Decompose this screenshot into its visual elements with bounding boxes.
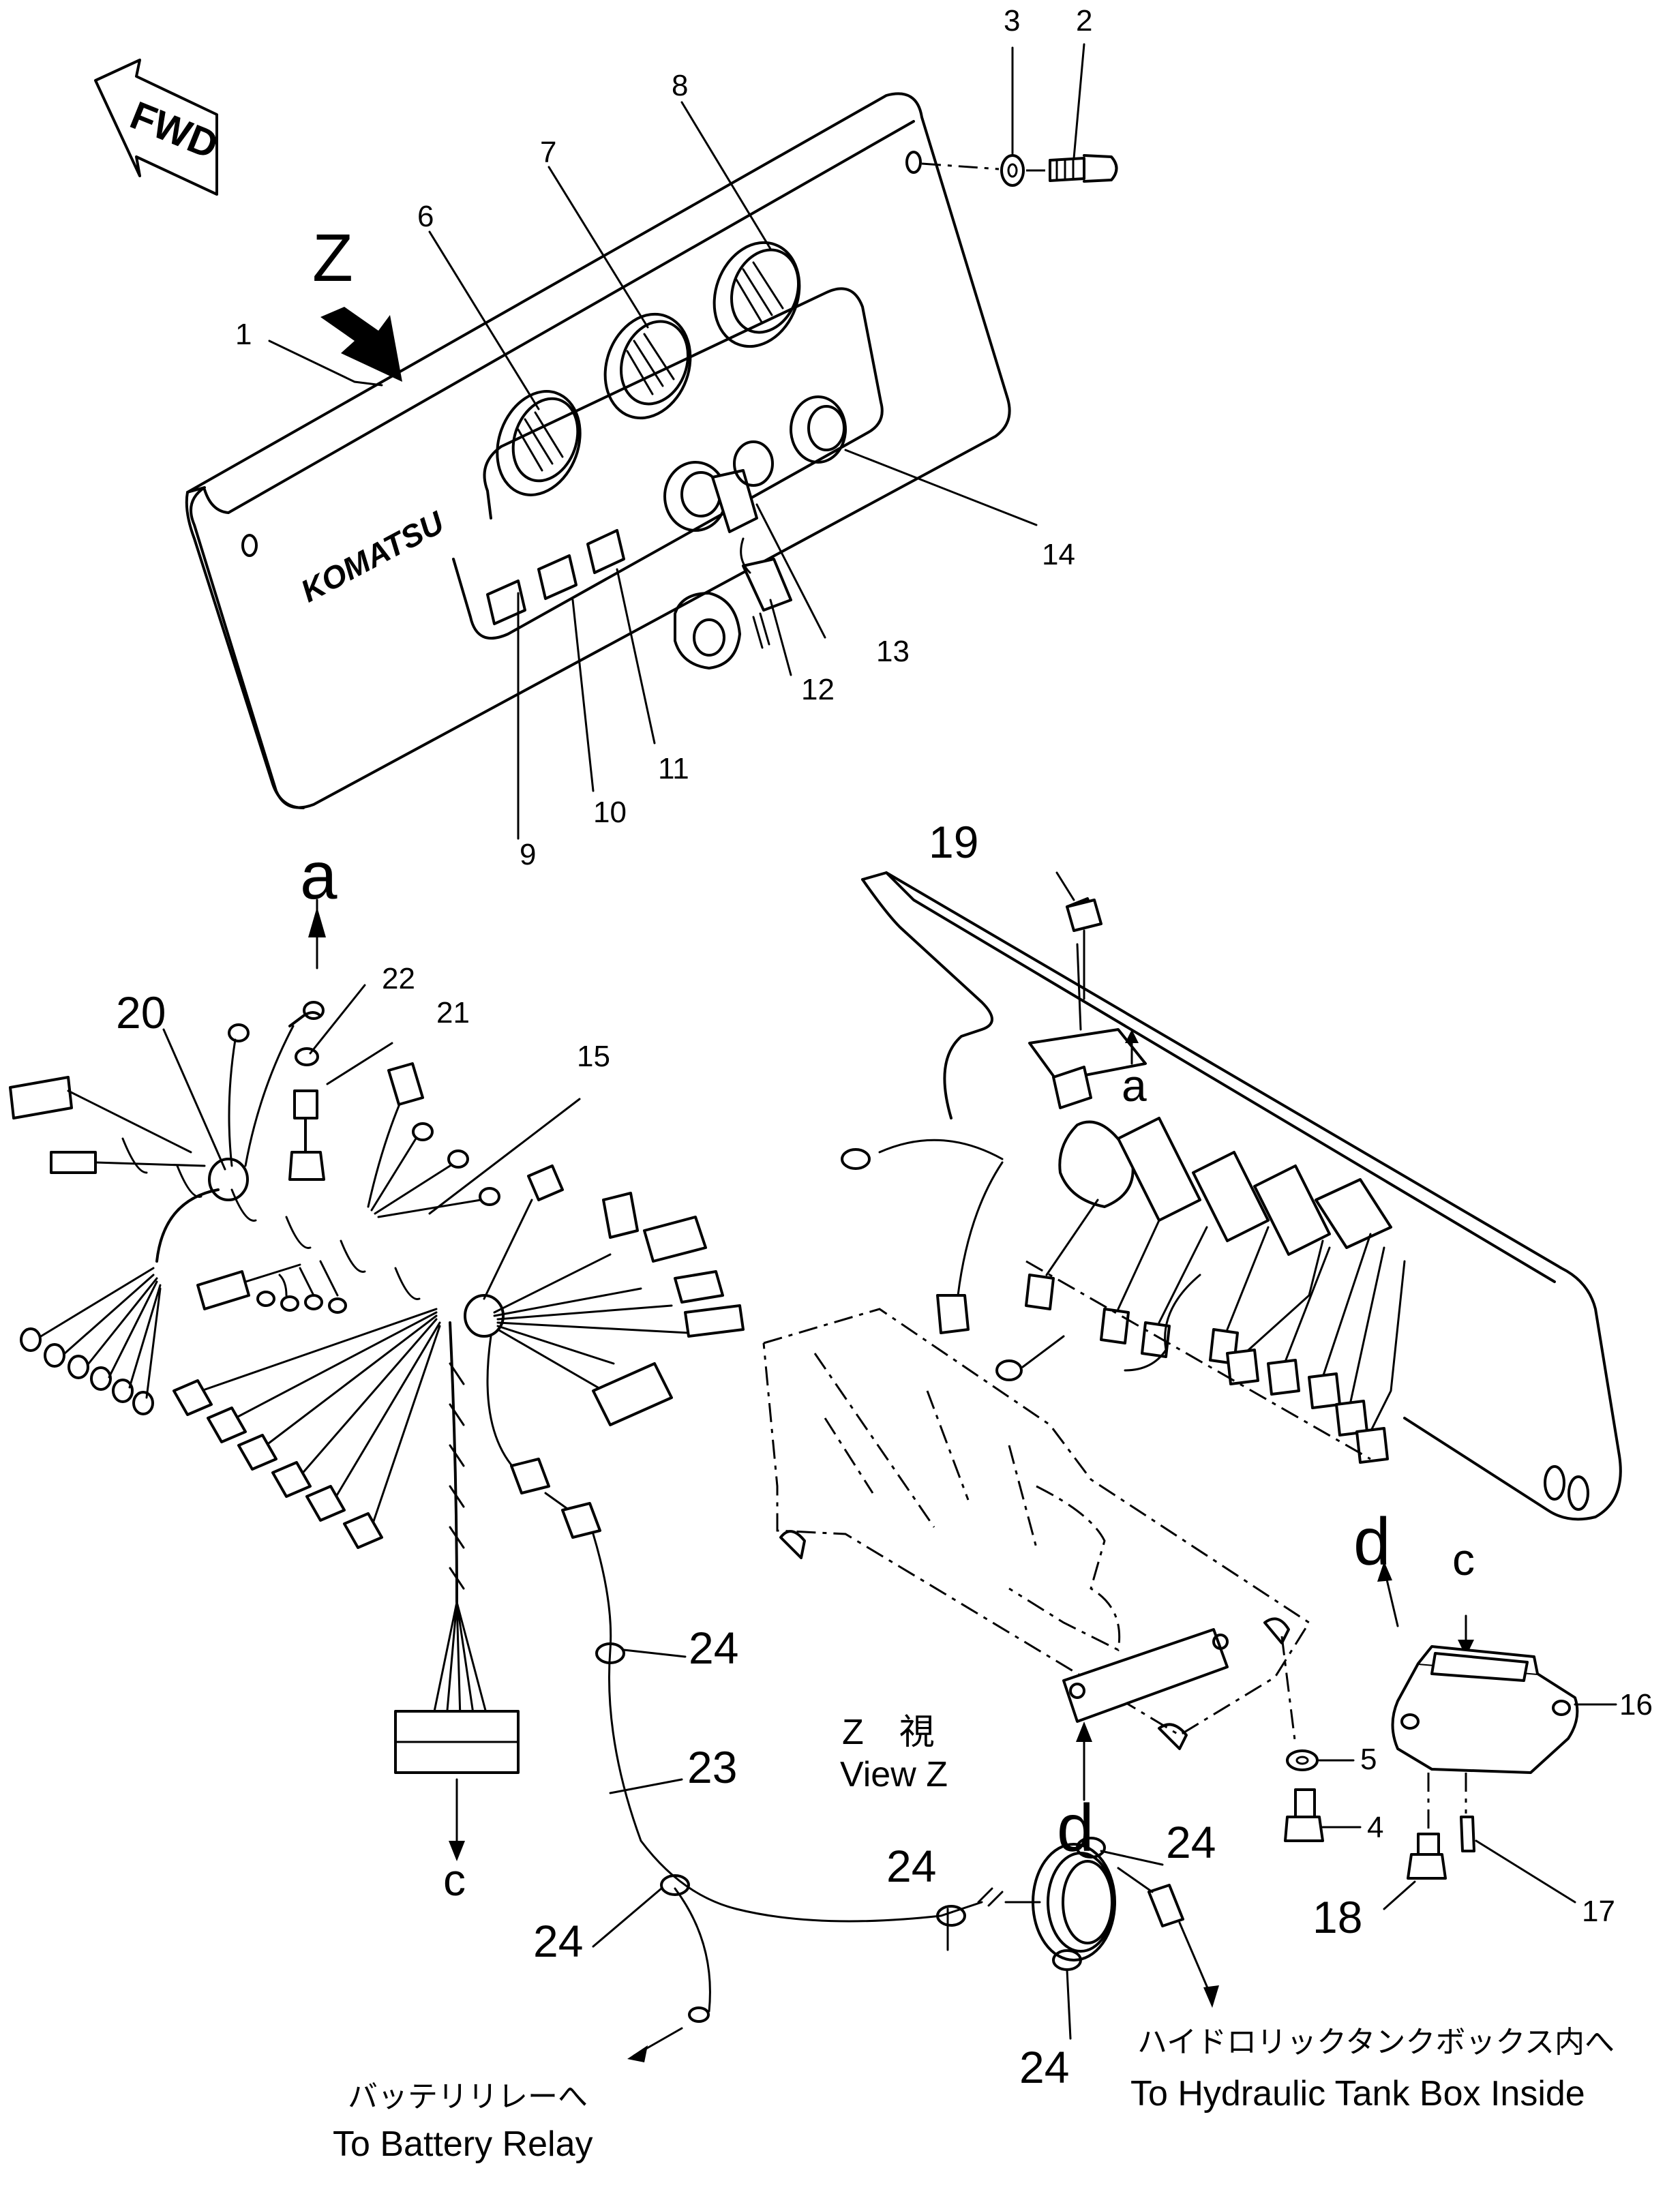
gauge-6 bbox=[496, 390, 582, 496]
callout-15: 15 bbox=[577, 1040, 610, 1073]
fwd-arrow: FWD bbox=[94, 59, 224, 196]
d-view-arrow bbox=[1076, 1721, 1092, 1742]
view-z-arrow bbox=[320, 307, 402, 382]
callout-14: 14 bbox=[1042, 538, 1075, 571]
view-z-marker: Z bbox=[312, 220, 402, 382]
washer-3 bbox=[1000, 154, 1025, 187]
battery-relay-en: To Battery Relay bbox=[333, 2124, 593, 2164]
callout-20: 20 bbox=[116, 987, 166, 1038]
connector-a-top: a bbox=[300, 838, 338, 913]
connector-c-module: c bbox=[1452, 1534, 1475, 1584]
callout-13: 13 bbox=[876, 635, 910, 668]
callout-21: 21 bbox=[436, 996, 470, 1029]
hydraulic-tank-en: To Hydraulic Tank Box Inside bbox=[1130, 2074, 1585, 2114]
callout-23: 23 bbox=[687, 1742, 737, 1792]
callout-24-c: 24 bbox=[886, 1841, 936, 1891]
callout-2: 2 bbox=[1076, 4, 1092, 37]
callout-24-a: 24 bbox=[689, 1623, 738, 1673]
callout-12: 12 bbox=[801, 673, 835, 706]
callout-1: 1 bbox=[235, 318, 252, 351]
view-z-caption-en: View Z bbox=[840, 1755, 948, 1794]
callout-11: 11 bbox=[658, 752, 689, 785]
connector-c-bottom: c bbox=[443, 1854, 466, 1905]
callout-17: 17 bbox=[1582, 1895, 1615, 1928]
clip-19 bbox=[1055, 871, 1102, 1000]
c-module-arrow bbox=[1458, 1640, 1474, 1657]
switches-9-10-11 bbox=[486, 529, 625, 625]
view-z-letter: Z bbox=[312, 220, 353, 295]
callout-3: 3 bbox=[1004, 4, 1020, 37]
lamp-14 bbox=[790, 395, 847, 464]
callout-18: 18 bbox=[1312, 1892, 1362, 1942]
battery-relay-jp: バッテリリレーへ bbox=[348, 2079, 588, 2114]
washer-5 bbox=[1280, 1636, 1355, 1771]
bolt-4 bbox=[1284, 1788, 1362, 1842]
callout-7: 7 bbox=[540, 136, 556, 169]
leaders-top bbox=[268, 43, 1085, 840]
d-module-arrow bbox=[1377, 1561, 1392, 1582]
callout-8: 8 bbox=[672, 69, 688, 102]
callout-24-b: 24 bbox=[533, 1916, 583, 1966]
callout-22: 22 bbox=[382, 962, 415, 995]
callout-24-d: 24 bbox=[1166, 1817, 1216, 1867]
callout-16: 16 bbox=[1619, 1688, 1653, 1721]
key-switch bbox=[663, 440, 792, 670]
leaders-harness bbox=[162, 899, 1164, 2040]
connector-a-view: a bbox=[1122, 1060, 1147, 1111]
bolt-2 bbox=[1049, 154, 1118, 183]
controller-module-16 bbox=[1391, 1645, 1617, 1774]
callout-19: 19 bbox=[929, 817, 978, 867]
main-harness bbox=[9, 984, 1219, 2062]
gauge-8 bbox=[712, 241, 801, 348]
view-z-caption-jp: Z 視 bbox=[842, 1713, 935, 1752]
bolt-18 bbox=[1383, 1773, 1447, 1910]
callout-6: 6 bbox=[417, 200, 434, 233]
callout-4: 4 bbox=[1367, 1811, 1383, 1844]
view-z-panel bbox=[762, 871, 1622, 1750]
callout-9: 9 bbox=[520, 838, 536, 871]
monitor-panel: KOMATSU bbox=[185, 92, 1011, 809]
callout-10: 10 bbox=[593, 796, 627, 829]
callout-24-e: 24 bbox=[1019, 2042, 1069, 2092]
connector-d-module: d bbox=[1353, 1504, 1391, 1579]
connector-d-view: d bbox=[1057, 1790, 1094, 1865]
screw-17 bbox=[1460, 1773, 1576, 1904]
callout-labels: 3 2 8 7 6 1 14 13 12 11 10 9 19 a 20 22 … bbox=[116, 4, 1653, 2164]
hydraulic-tank-jp: ハイドロリックタンクボックス内へ bbox=[1137, 2025, 1615, 2060]
callout-5: 5 bbox=[1360, 1743, 1377, 1776]
gauge-7 bbox=[603, 312, 692, 420]
komatsu-logo: KOMATSU bbox=[295, 504, 451, 609]
